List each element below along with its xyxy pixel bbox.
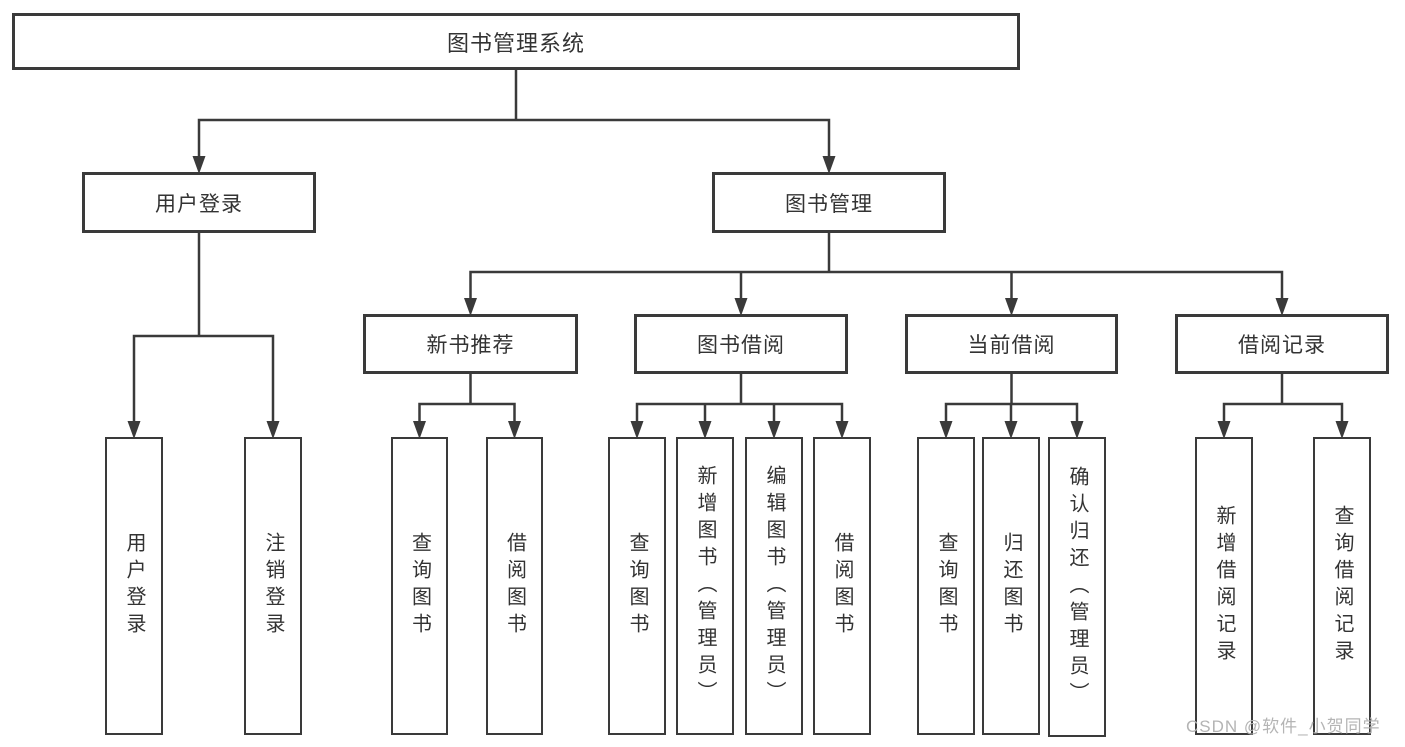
node-bb-borrow-book: 借阅图书 <box>813 437 871 735</box>
node-cb-return-book: 归还图书 <box>982 437 1040 735</box>
node-book-mgmt: 图书管理 <box>712 172 946 233</box>
node-nbr-borrow-book: 借阅图书 <box>486 437 543 735</box>
node-cb-confirm-return: 确认归还（管理员） <box>1048 437 1106 737</box>
node-br-query-record: 查询借阅记录 <box>1313 437 1371 735</box>
node-logout: 注销登录 <box>244 437 302 735</box>
node-borrow-record: 借阅记录 <box>1175 314 1389 374</box>
node-nbr-query-book: 查询图书 <box>391 437 448 735</box>
node-bb-query-book: 查询图书 <box>608 437 666 735</box>
branch-from-user-login <box>132 231 275 426</box>
node-book-borrow: 图书借阅 <box>634 314 848 374</box>
node-bb-edit-book: 编辑图书（管理员） <box>745 437 803 735</box>
node-br-add-record: 新增借阅记录 <box>1195 437 1253 735</box>
branch-from-book-mgmt <box>469 231 1284 303</box>
watermark: CSDN @软件_小贺同学 <box>1186 717 1381 736</box>
branch-from-book-borrow <box>635 372 844 426</box>
branch-from-new-book-rec <box>418 372 516 426</box>
branch-from-root <box>197 68 831 161</box>
branch-from-borrow-record <box>1222 372 1344 426</box>
branch-from-current-borrow <box>944 372 1079 426</box>
node-new-book-rec: 新书推荐 <box>363 314 578 374</box>
node-root: 图书管理系统 <box>12 13 1020 70</box>
node-user-login: 用户登录 <box>82 172 316 233</box>
node-bb-add-book: 新增图书（管理员） <box>676 437 734 735</box>
node-cb-query-book: 查询图书 <box>917 437 975 735</box>
node-login: 用户登录 <box>105 437 163 735</box>
node-current-borrow: 当前借阅 <box>905 314 1118 374</box>
